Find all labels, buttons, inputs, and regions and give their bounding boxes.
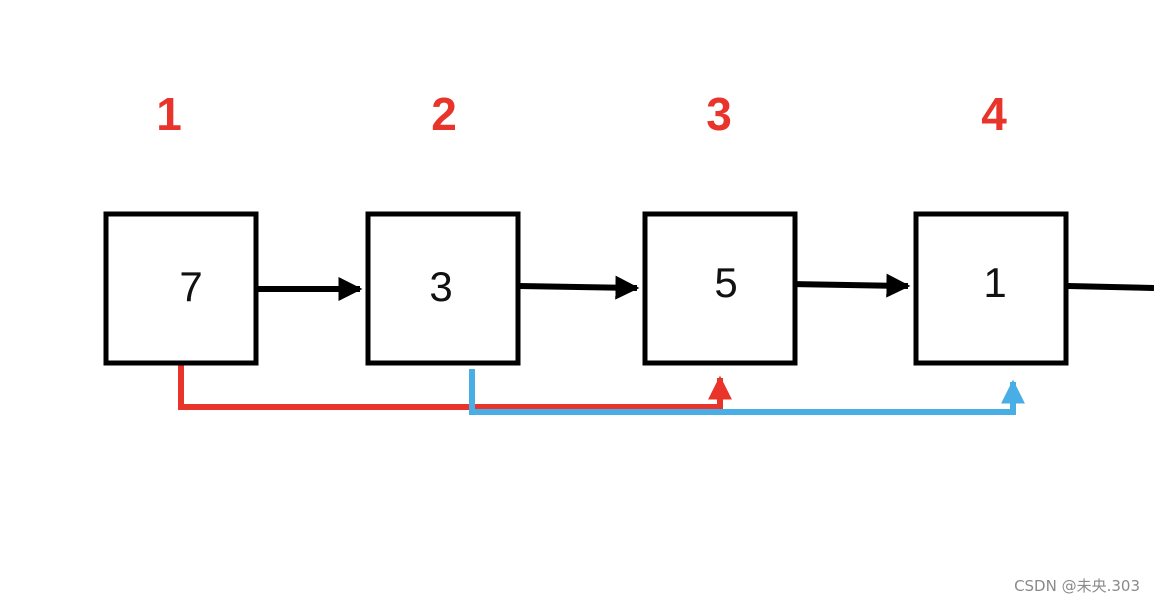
index-label-1: 1 [156, 88, 182, 140]
skip-link-blue [469, 369, 1025, 415]
node-4: 1 [913, 211, 1069, 366]
node-box [913, 211, 1069, 366]
node-value: 7 [179, 263, 202, 310]
node-box [103, 211, 259, 366]
node-2: 3 [365, 211, 521, 366]
trailing-link-arrow [1067, 283, 1154, 291]
node-box [642, 211, 798, 366]
watermark: CSDN @未央.303 [1014, 577, 1140, 595]
link-arrow-2-3 [518, 275, 640, 300]
node-3: 5 [642, 211, 798, 366]
node-value: 3 [429, 263, 452, 310]
skip-link-red [178, 364, 732, 410]
node-value: 5 [714, 259, 737, 306]
index-label-4: 4 [981, 88, 1007, 140]
index-label-3: 3 [706, 88, 732, 140]
node-value: 1 [983, 259, 1006, 306]
node-box [365, 211, 521, 366]
link-arrow-3-4 [789, 273, 911, 298]
index-label-2: 2 [431, 88, 457, 140]
node-1: 7 [103, 211, 259, 366]
